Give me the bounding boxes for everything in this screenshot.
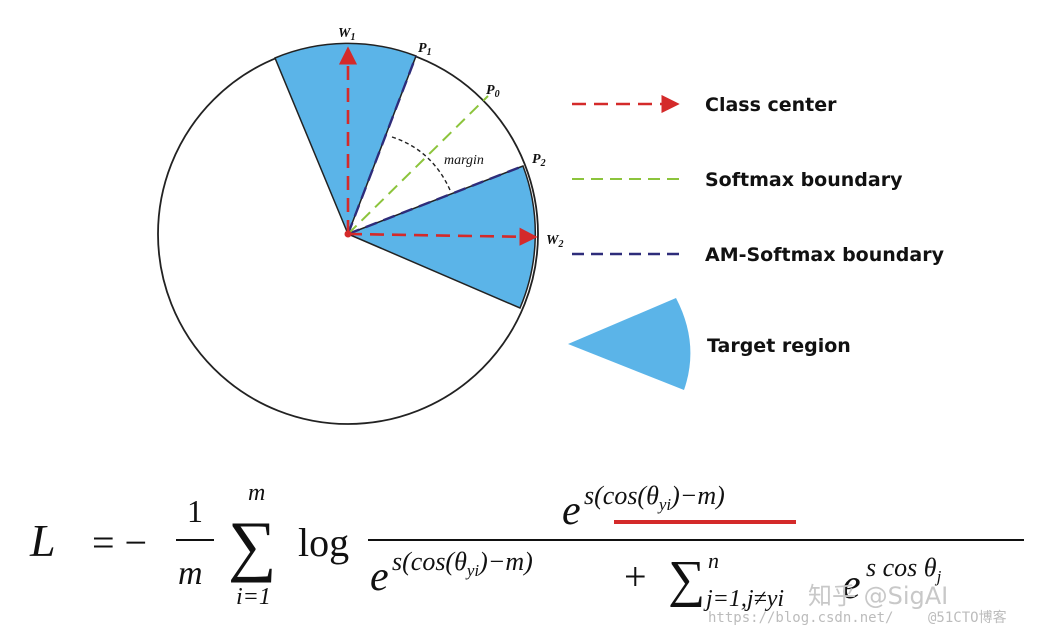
formula-plus: + <box>624 554 647 599</box>
p0-label: P0 <box>486 83 500 100</box>
legend-item-am-softmax-boundary: AM-Softmax boundary <box>572 244 945 266</box>
margin-arc <box>391 136 451 191</box>
formula-sum-top: m <box>248 480 265 506</box>
p1-label: P1 <box>418 41 432 58</box>
watermark-zhihu: 知乎 @SigAI <box>808 582 948 610</box>
formula-den2-exponent: s cos θj <box>866 553 942 586</box>
w1-label: W1 <box>338 26 355 43</box>
formula-frac-num: 1 <box>187 493 203 529</box>
legend-class-center-label: Class center <box>705 94 837 116</box>
target-region-w1 <box>274 42 417 237</box>
formula-L: L <box>29 515 56 566</box>
formula-equals: = − <box>92 520 147 565</box>
formula-den-exponent: s(cos(θyi)−m) <box>392 547 533 580</box>
legend-am-softmax-label: AM-Softmax boundary <box>705 244 945 266</box>
formula-sum2-symbol: ∑ <box>668 551 705 608</box>
formula-frac-den: m <box>178 555 203 592</box>
margin-label: margin <box>444 153 484 168</box>
am-softmax-boundary-p2 <box>347 164 524 236</box>
formula-num-exponent: s(cos(θyi)−m) <box>584 481 725 514</box>
legend-target-region-label: Target region <box>707 335 851 357</box>
formula-log: log <box>298 520 349 565</box>
legend-item-target-region: Target region <box>568 298 851 390</box>
am-softmax-loss-formula: L = − 1 m m ∑ i=1 log e s(cos(θyi)−m) e … <box>29 480 1024 612</box>
decision-circle: W1 W2 P1 P0 P2 margin <box>157 26 563 425</box>
legend-softmax-label: Softmax boundary <box>705 169 903 191</box>
watermark-blog: @51CTO博客 <box>928 609 1007 626</box>
origin-point <box>344 230 352 238</box>
class-center-w2-arrow <box>347 227 538 246</box>
formula-sum-symbol: ∑ <box>228 507 276 583</box>
watermarks: 知乎 @SigAI https://blog.csdn.net/ @51CTO博… <box>708 582 1007 626</box>
am-softmax-boundary-p1 <box>346 55 418 235</box>
legend-item-softmax-boundary: Softmax boundary <box>572 169 903 191</box>
formula-sum2-bottom: j=1,j≠yi <box>703 586 784 612</box>
formula-sum2-top: n <box>708 548 719 573</box>
w2-label: W2 <box>546 233 563 250</box>
formula-sum-bottom: i=1 <box>236 584 271 610</box>
p2-label: P2 <box>532 152 546 169</box>
formula-den2-e: e <box>842 562 861 608</box>
watermark-url: https://blog.csdn.net/ <box>708 610 893 626</box>
formula-den-e: e <box>370 554 389 600</box>
legend: Class center Softmax boundary AM-Softmax… <box>568 94 945 390</box>
legend-item-class-center: Class center <box>572 94 837 116</box>
softmax-boundary-p0 <box>347 95 489 235</box>
formula-num-e: e <box>562 488 581 534</box>
legend-target-region-swatch <box>568 298 691 390</box>
